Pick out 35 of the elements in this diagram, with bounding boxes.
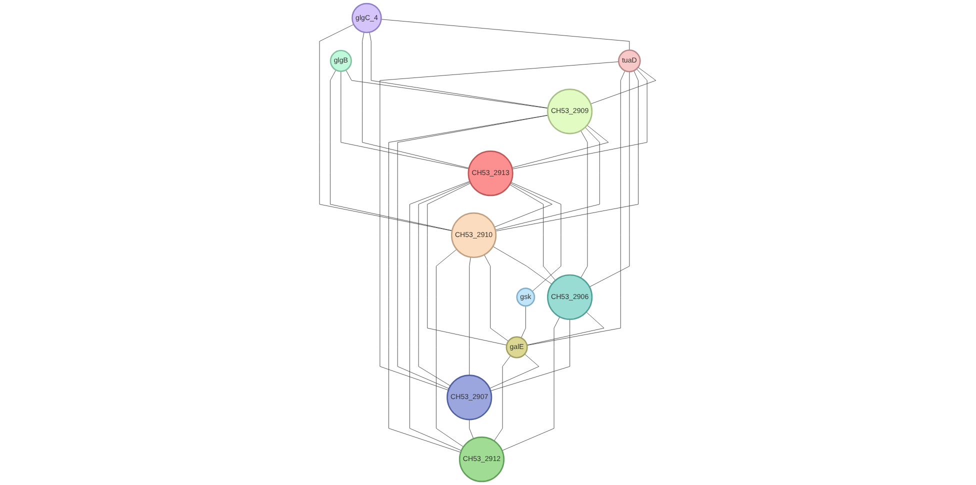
- connector: [340, 71, 470, 170]
- connector: [495, 127, 600, 230]
- connector: [369, 32, 548, 108]
- connector: [521, 306, 526, 338]
- connector: [410, 181, 470, 451]
- connector: [590, 67, 656, 104]
- connector: [492, 246, 552, 284]
- connector: [527, 312, 605, 346]
- connector: [320, 24, 453, 232]
- connector: [580, 130, 588, 278]
- connector: [510, 182, 562, 292]
- connector: [346, 70, 548, 109]
- connector: [490, 319, 570, 392]
- connector: [590, 71, 630, 288]
- connector: [381, 19, 630, 50]
- connector: [380, 62, 620, 390]
- connector: [527, 70, 626, 346]
- connector: [512, 68, 648, 170]
- connector: [330, 70, 453, 231]
- connector: [490, 354, 540, 389]
- connector: [436, 249, 464, 448]
- connector: [362, 32, 470, 168]
- connector: [469, 256, 472, 376]
- connector: [418, 182, 471, 386]
- connector: [496, 70, 639, 232]
- connector: [398, 115, 548, 389]
- connector: [427, 182, 508, 346]
- connector: [502, 316, 560, 451]
- connector: [494, 183, 553, 228]
- connector: [469, 419, 474, 439]
- connector: [510, 184, 556, 281]
- connector: [484, 254, 509, 342]
- connector: [512, 125, 609, 168]
- connector: [494, 355, 512, 442]
- connector: [388, 114, 548, 453]
